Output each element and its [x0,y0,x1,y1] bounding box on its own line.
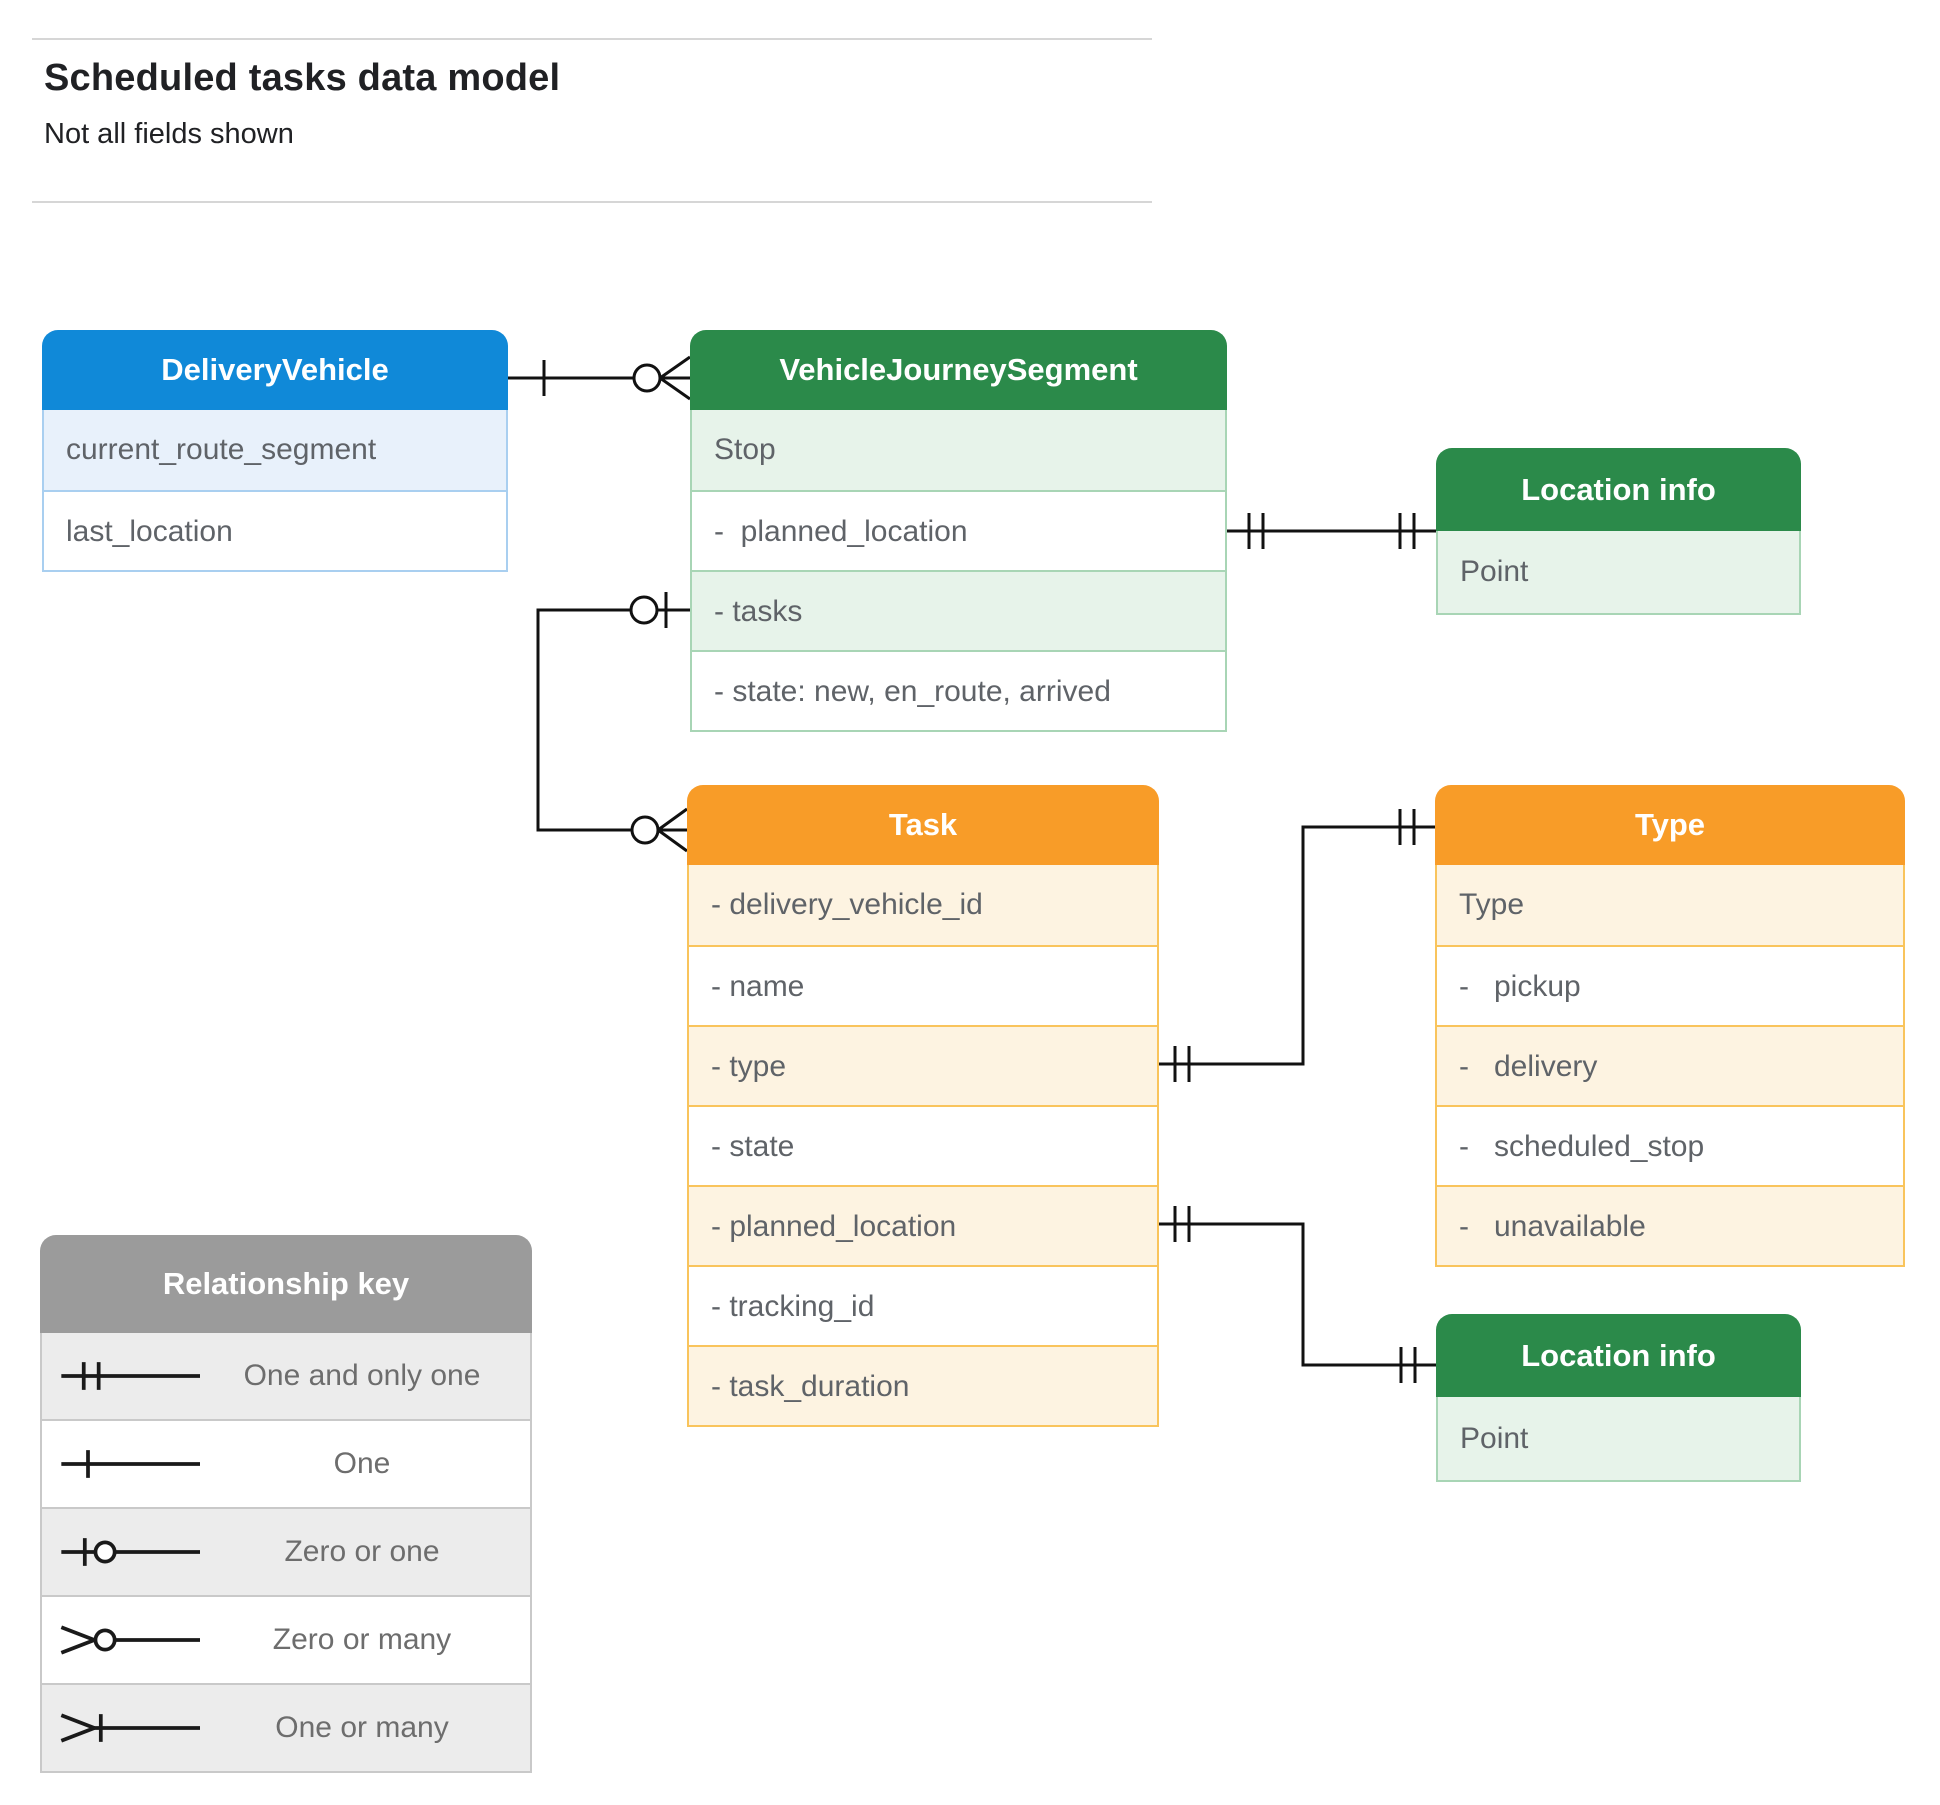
entity-title: Type [1435,785,1905,865]
legend-item: One or many [42,1683,530,1771]
legend-item: One and only one [42,1333,530,1419]
divider-bottom [32,201,1152,203]
connector-vjsegment-task [536,592,690,853]
relationship-key: Relationship key One and only one One [40,1235,532,1773]
entity-title: Location info [1436,448,1801,531]
entity-vehicle-journey-segment: VehicleJourneySegment Stop- planned_loca… [690,330,1227,732]
field-row: Type [1437,865,1903,945]
field-row: - delivery [1437,1025,1903,1105]
field-row: current_route_segment [44,410,506,490]
legend-item: Zero or many [42,1595,530,1683]
legend-label: One [333,1447,391,1480]
entity-task: Task - delivery_vehicle_id- name- type- … [687,785,1159,1427]
field-row: - tracking_id [689,1265,1157,1345]
entity-fields: Point [1436,1397,1801,1482]
field-row: - type [689,1025,1157,1105]
one-and-only-one-icon [1398,809,1416,845]
connector-vjsegment-locationinfo [1226,513,1436,549]
legend-item: Zero or one [42,1507,530,1595]
zero-circle-icon [629,595,659,625]
field-row: - state [689,1105,1157,1185]
page-title: Scheduled tasks data model [44,57,561,99]
entity-title: Task [687,785,1159,865]
zero-circle-icon [632,363,662,393]
many-crowfoot-icon [657,807,688,853]
entity-fields: Stop- planned_location- tasks- state: ne… [690,410,1227,732]
entity-fields: Type- pickup- delivery- scheduled_stop- … [1435,865,1905,1267]
entity-location-info-top: Location info Point [1436,448,1801,615]
field-row: - tasks [692,570,1225,650]
field-row: - delivery_vehicle_id [689,865,1157,945]
entity-fields: Point [1436,531,1801,615]
field-row: - scheduled_stop [1437,1105,1903,1185]
field-row: Point [1438,531,1799,613]
entity-location-info-bottom: Location info Point [1436,1314,1801,1482]
connector-deliveryvehicle-vjsegment [508,355,691,401]
entity-title: Location info [1436,1314,1801,1397]
entity-type: Type Type- pickup- delivery- scheduled_s… [1435,785,1905,1267]
zero-circle-icon [630,815,660,845]
one-icon [42,1442,222,1486]
connector-task-locationinfo [1159,1206,1436,1383]
one-and-only-one-icon [1173,1046,1191,1082]
legend-label: One and only one [243,1359,481,1392]
one-and-only-one-icon [1247,513,1265,549]
one-and-only-one-icon [42,1354,222,1398]
legend-label: Zero or many [272,1623,452,1656]
legend-title: Relationship key [40,1235,532,1333]
one-and-only-one-icon [1399,1347,1417,1383]
legend-label: Zero or one [284,1535,440,1568]
field-row: Point [1438,1397,1799,1480]
zero-or-many-icon [42,1618,222,1662]
zero-or-one-icon [42,1530,222,1574]
one-or-many-icon [42,1706,222,1750]
field-row: - pickup [1437,945,1903,1025]
connector-task-type [1159,809,1435,1082]
divider-top [32,38,1152,40]
field-row: last_location [44,490,506,570]
field-row: - name [689,945,1157,1025]
field-row: - task_duration [689,1345,1157,1425]
entity-title: VehicleJourneySegment [690,330,1227,410]
entity-fields: - delivery_vehicle_id- name- type- state… [687,865,1159,1427]
legend-item: One [42,1419,530,1507]
page-subtitle: Not all fields shown [44,118,294,150]
field-row: Stop [692,410,1225,490]
legend-label: One or many [275,1711,449,1744]
field-row: - unavailable [1437,1185,1903,1265]
entity-title: DeliveryVehicle [42,330,508,410]
field-row: - state: new, en_route, arrived [692,650,1225,730]
one-and-only-one-icon [1398,513,1416,549]
field-row: - planned_location [692,490,1225,570]
field-row: - planned_location [689,1185,1157,1265]
many-crowfoot-icon [659,355,691,401]
one-and-only-one-icon [1173,1206,1191,1242]
